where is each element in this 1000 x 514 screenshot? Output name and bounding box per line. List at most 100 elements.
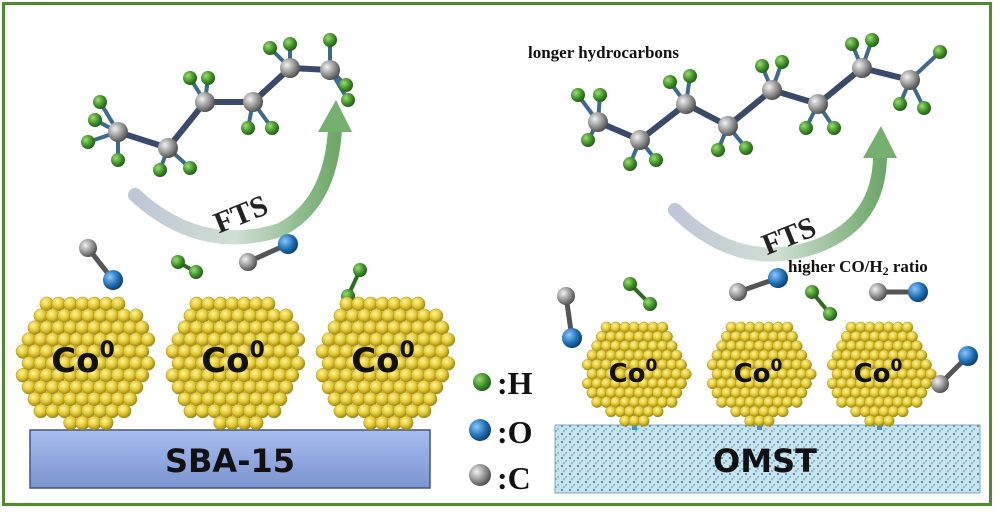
cobalt-atom xyxy=(284,320,300,335)
oxygen-atom xyxy=(768,268,788,288)
cobalt-label: Co0 xyxy=(201,338,265,381)
hydrogen-atom xyxy=(823,307,837,321)
hydrogen-atom xyxy=(111,153,125,167)
carbon-atom xyxy=(280,58,300,78)
hydrogen-atom xyxy=(755,59,769,73)
hydrogen-atom xyxy=(341,93,355,107)
cobalt-atom xyxy=(122,391,138,407)
hydrogen-atom xyxy=(917,101,931,115)
gas-molecules-left xyxy=(79,234,367,303)
cobalt-atom xyxy=(434,368,450,383)
cobalt-atom xyxy=(278,380,294,395)
product-label: longer hydrocarbons xyxy=(528,43,679,62)
cobalt-atom xyxy=(260,296,276,312)
hydrogen-atom xyxy=(893,97,907,111)
oxygen-atom xyxy=(562,328,582,348)
cobalt-particle: Co0 xyxy=(706,321,817,427)
hydrogen-atom xyxy=(711,143,725,157)
cobalt-particle: Co0 xyxy=(15,296,156,431)
hydrogen-atom xyxy=(183,161,197,175)
hydrogen-atom xyxy=(827,121,841,135)
cobalt-atom xyxy=(911,340,923,352)
cobalt-atom xyxy=(781,321,794,334)
hydrogen-atom xyxy=(775,55,789,69)
cobalt-atom xyxy=(795,387,808,399)
hydrogen-atom xyxy=(189,265,203,279)
carbon-atom xyxy=(869,283,887,301)
cobalt-atom xyxy=(638,415,650,427)
cobalt-atom xyxy=(666,396,678,408)
fts-arrow-right xyxy=(668,148,887,262)
hydrogen-atom xyxy=(81,135,95,149)
carbon-atom xyxy=(195,92,215,112)
cobalt-atom xyxy=(266,403,282,419)
cobalt-atom xyxy=(670,349,683,362)
ratio-label: higher CO/H2 ratio xyxy=(788,257,928,278)
sba15-support xyxy=(29,429,431,489)
cobalt-atom xyxy=(915,387,928,399)
cobalt-atom xyxy=(434,344,450,359)
hydrogen-atom xyxy=(649,153,663,167)
cobalt-atom xyxy=(666,340,678,352)
carbon-atom xyxy=(108,122,128,142)
cobalt-atom xyxy=(134,320,150,335)
carbon-atom xyxy=(718,116,738,136)
carbon-legend-icon xyxy=(469,464,491,486)
hydrogen-atom xyxy=(263,41,277,55)
hydrogen-atom xyxy=(265,121,279,135)
cobalt-atom xyxy=(680,368,692,380)
carbon-atom xyxy=(588,112,608,132)
fts-arrow-left xyxy=(128,123,342,245)
cobalt-atom xyxy=(428,308,444,323)
cobalt-atom xyxy=(777,405,789,418)
hydrogen-atom xyxy=(623,277,637,291)
cobalt-particles-left: Co0 Co0 Co0 xyxy=(15,296,456,431)
cobalt-atom xyxy=(763,415,775,427)
cobalt-atom xyxy=(140,332,156,347)
hydrogen-atom xyxy=(201,71,215,85)
carbon-atom xyxy=(557,287,575,305)
hydrogen-atom xyxy=(183,71,197,85)
cobalt-atom xyxy=(116,403,132,419)
cobalt-particle: Co0 xyxy=(315,296,456,431)
cobalt-atom xyxy=(675,359,687,371)
cobalt-particles-right: Co0 Co0 Co0 xyxy=(581,321,937,427)
cobalt-particle: Co0 xyxy=(826,321,937,427)
fts-arrowhead-right xyxy=(863,126,897,158)
legend-label-h: :H xyxy=(497,365,533,401)
hydrogen-atom xyxy=(799,121,813,135)
cobalt-atom xyxy=(140,356,156,371)
hydrogen-atom xyxy=(283,37,297,51)
legend-label-o: :O xyxy=(497,414,533,450)
carbon-atom xyxy=(158,138,178,158)
cobalt-atom xyxy=(284,368,300,383)
hydrogen-atom xyxy=(153,163,167,177)
cobalt-atom xyxy=(800,377,812,390)
carbon-atom xyxy=(900,70,920,90)
cobalt-label: Co0 xyxy=(734,356,783,389)
cobalt-atom xyxy=(920,359,932,371)
oxygen-atom xyxy=(103,270,123,290)
cobalt-label: Co0 xyxy=(854,356,903,389)
cobalt-atom xyxy=(290,332,306,347)
carbon-atom xyxy=(630,130,650,150)
cobalt-atom xyxy=(915,349,928,362)
hydrogen-atom xyxy=(571,88,585,102)
cobalt-atom xyxy=(791,396,803,408)
cobalt-label: Co0 xyxy=(609,356,658,389)
carbon-atom xyxy=(852,58,872,78)
hydrogen-atom xyxy=(623,157,637,171)
hydrogen-atom xyxy=(663,75,677,89)
cobalt-atom xyxy=(290,356,306,371)
carbon-atom xyxy=(79,239,97,257)
hydrogen-atom xyxy=(353,263,367,277)
hydrocarbon-molecule-left xyxy=(81,33,355,177)
hydrogen-atom xyxy=(88,113,102,127)
oxygen-atom xyxy=(278,234,298,254)
cobalt-atom xyxy=(278,308,294,323)
hydrogen-atom xyxy=(739,141,753,155)
cobalt-atom xyxy=(440,332,456,347)
cobalt-atom xyxy=(897,405,909,418)
cobalt-atom xyxy=(901,321,914,334)
cobalt-atom xyxy=(670,387,683,399)
